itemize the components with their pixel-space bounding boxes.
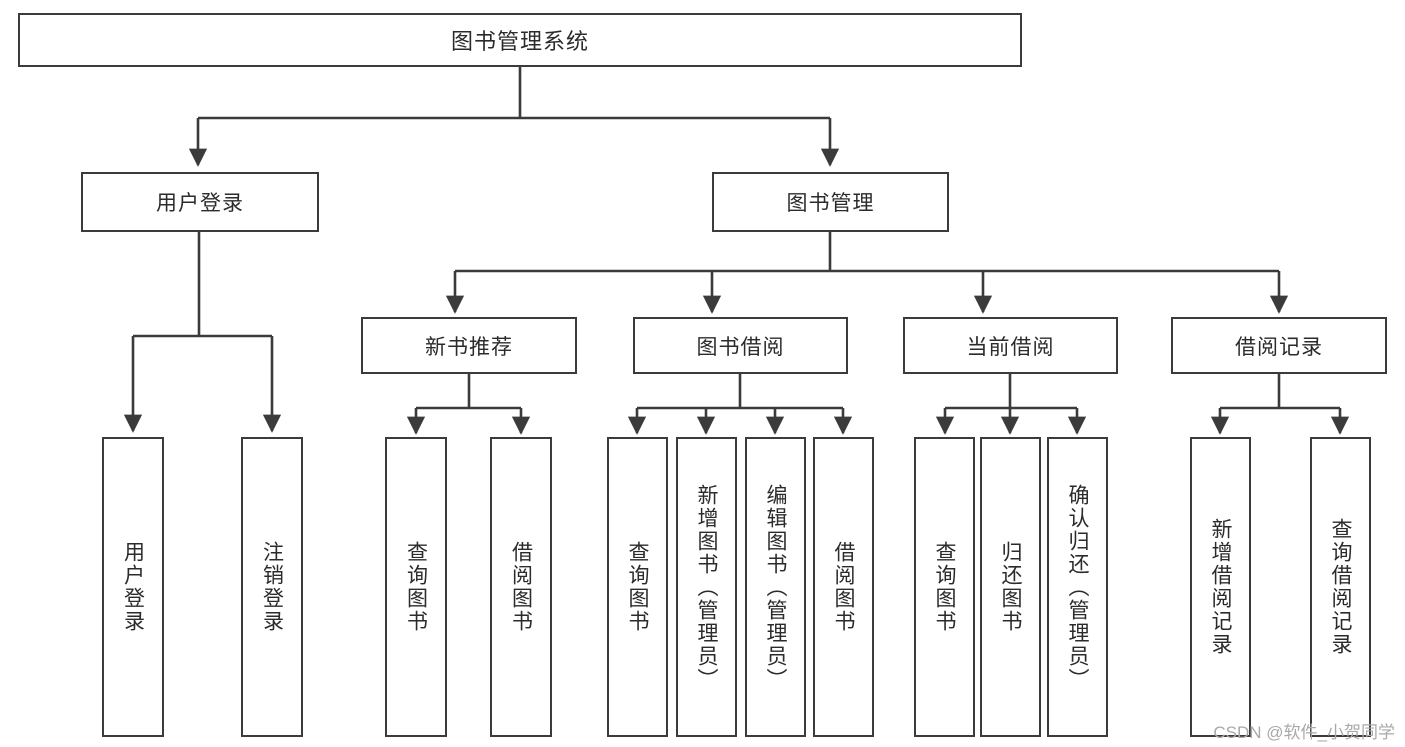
node-label: 借阅图书	[509, 541, 533, 633]
leaf-book-borrow-borrow-book[interactable]: 借阅图书	[813, 437, 874, 737]
node-label: 归还图书	[999, 541, 1022, 633]
node-borrow-record[interactable]: 借阅记录	[1171, 317, 1387, 374]
leaf-user-login-logout[interactable]: 注销登录	[241, 437, 303, 737]
node-label: 图书管理	[786, 192, 875, 215]
node-current-borrow[interactable]: 当前借阅	[903, 317, 1118, 374]
node-label: 查询借阅记录	[1329, 518, 1352, 656]
node-root-book-management-system[interactable]: 图书管理系统	[18, 13, 1022, 67]
leaf-book-borrow-add-book-admin[interactable]: 新增图书（管理员）	[676, 437, 737, 737]
node-label: 新书推荐	[425, 335, 513, 359]
node-book-borrow[interactable]: 图书借阅	[633, 317, 848, 374]
leaf-borrow-record-query-record[interactable]: 查询借阅记录	[1310, 437, 1371, 737]
node-label: 查询图书	[933, 541, 956, 633]
node-label: 编辑图书（管理员）	[764, 483, 787, 691]
leaf-current-borrow-return-book[interactable]: 归还图书	[980, 437, 1041, 737]
leaf-book-borrow-query-book[interactable]: 查询图书	[607, 437, 668, 737]
node-label: 新增图书（管理员）	[695, 483, 718, 691]
node-book-management[interactable]: 图书管理	[712, 172, 949, 232]
node-label: 用户登录	[156, 192, 244, 215]
node-label: 新增借阅记录	[1209, 518, 1232, 656]
node-label: 当前借阅	[966, 335, 1055, 359]
node-label: 图书借阅	[696, 335, 785, 359]
node-label: 注销登录	[260, 541, 284, 633]
node-label: 确认归还（管理员）	[1066, 483, 1089, 691]
node-label: 查询图书	[626, 541, 649, 633]
node-label: 借阅图书	[832, 541, 855, 633]
node-new-book-recommend[interactable]: 新书推荐	[361, 317, 577, 374]
leaf-book-borrow-edit-book-admin[interactable]: 编辑图书（管理员）	[745, 437, 806, 737]
leaf-new-book-query-book[interactable]: 查询图书	[385, 437, 447, 737]
node-label: 用户登录	[121, 541, 145, 633]
leaf-current-borrow-query-book[interactable]: 查询图书	[914, 437, 975, 737]
node-label: 借阅记录	[1235, 335, 1323, 359]
leaf-current-borrow-confirm-return-admin[interactable]: 确认归还（管理员）	[1047, 437, 1108, 737]
leaf-user-login-login[interactable]: 用户登录	[102, 437, 164, 737]
node-label: 图书管理系统	[450, 29, 589, 54]
node-user-login[interactable]: 用户登录	[81, 172, 319, 232]
node-label: 查询图书	[404, 541, 428, 633]
leaf-new-book-borrow-book[interactable]: 借阅图书	[490, 437, 552, 737]
leaf-borrow-record-add-record[interactable]: 新增借阅记录	[1190, 437, 1251, 737]
